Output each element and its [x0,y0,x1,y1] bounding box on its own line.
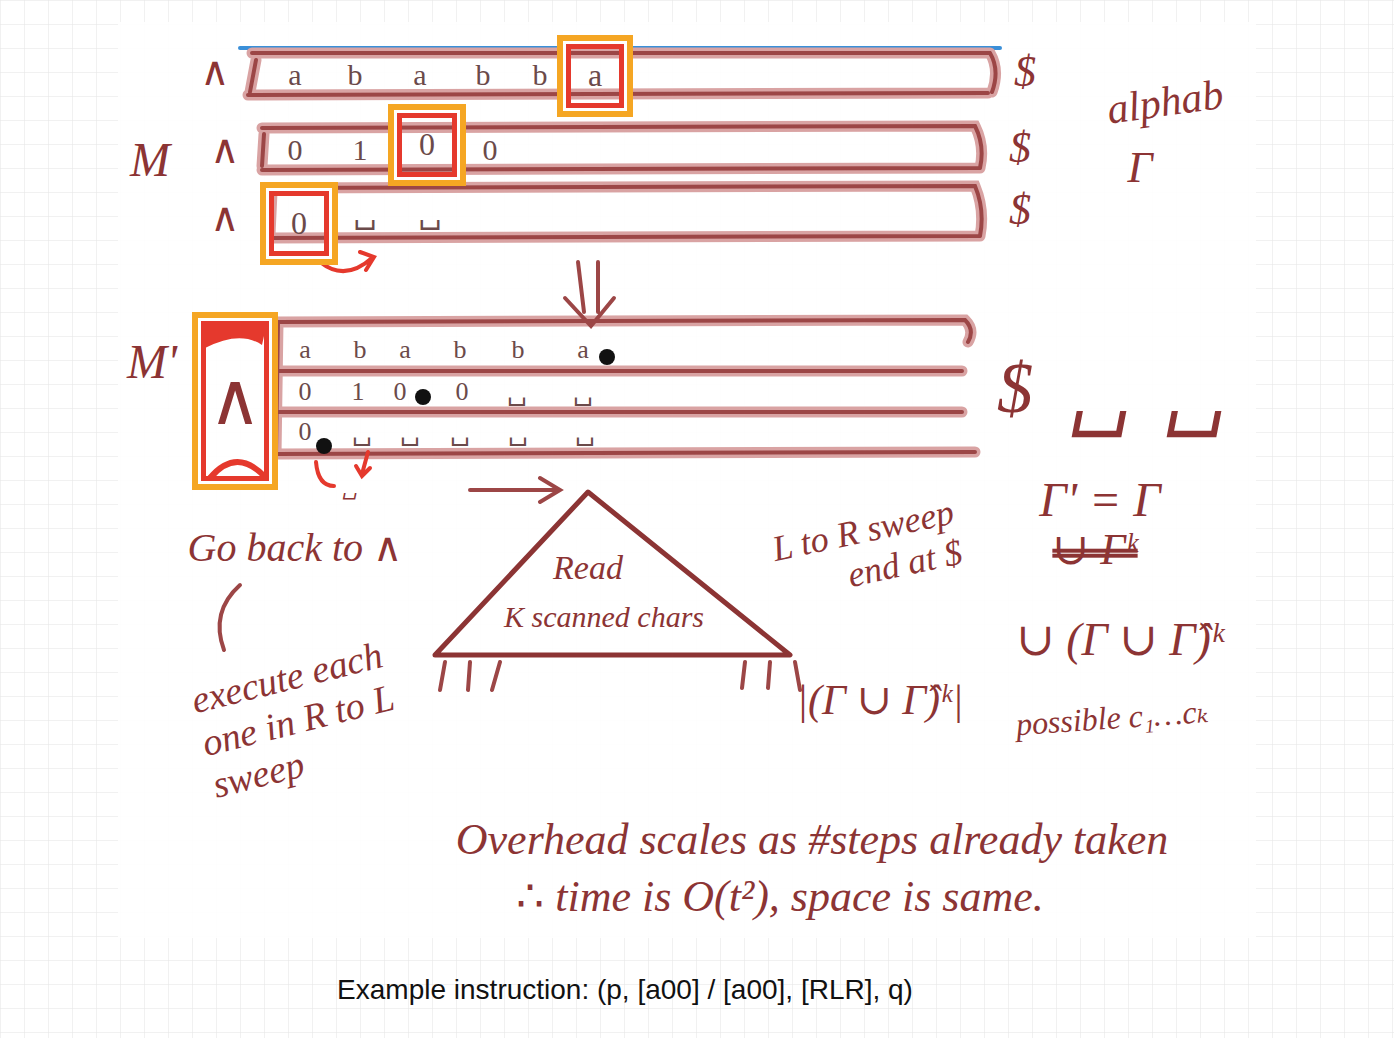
tape-symbol: b [476,58,491,91]
tape-symbol: b [533,58,548,91]
triangle-shape [435,492,790,655]
tape-outline [262,126,982,170]
struck-formula: ∪ Γᵏ [1052,525,1137,576]
tape-symbol: a [288,58,301,91]
tape-symbol: 1 [352,378,365,407]
tape-end: $ [997,347,1033,430]
tape-symbol: a [299,336,311,365]
head-move-arrow [316,462,334,486]
tape-track: 0 0 1 0 [258,128,985,170]
tape-symbol: ␣ [575,418,595,447]
formula: ∪ (Γ ∪ Γ̂)ᵏ [1016,614,1224,667]
tape-symbol: ␣ [352,418,372,447]
tape-end: $ [1009,185,1031,236]
triangle-text: K scanned chars [504,600,704,633]
tape-symbol: a [588,58,602,93]
tape-symbol: b [512,336,525,365]
tape-symbol: ␣ [419,196,442,229]
photo-ground [118,22,1256,938]
tape-symbol: 0 [288,133,303,166]
head-dots [316,349,615,454]
tape-symbol: 0 [483,133,498,166]
end-marker: ∧ [200,49,229,95]
tape-symbol: ␣ [450,418,470,447]
tape-symbol: 0 [291,206,307,241]
tape-symbol: 0 [456,378,469,407]
head-move-arrow [356,452,370,476]
marker-fill [205,318,268,348]
end-marker: ∧ [210,127,239,173]
tape-symbol: ␣ [507,378,527,407]
tape-symbol: 0 [394,378,407,407]
tape-track: aababb [245,52,990,96]
tape-symbol: 0 [299,378,312,407]
formula: Γ' = Γ [1039,472,1160,527]
head-dot [415,389,431,405]
tape-symbol: b [354,336,367,365]
bracket [220,585,240,650]
note: L to R sweep end at $ [734,492,966,619]
tape-outline [248,53,996,95]
tape-symbol: 0 [299,418,312,447]
formula: |(Γ ∪ Γ̂)ᵏ| [797,676,964,724]
tape-end: $ [1014,47,1036,98]
right-arrow [470,478,560,502]
note: possible c₁…cₖ [1015,693,1210,743]
blank-symbol: ␣ [1164,346,1225,438]
tape-outline [276,320,975,454]
blank-symbol: ␣ [1069,346,1130,438]
tape-outline [268,186,982,238]
note: Go back to ∧ [188,525,403,571]
tape-symbol: b [348,58,363,91]
head-cell: 0 [388,104,466,186]
tape-outline [276,320,975,454]
tape-end: $ [1009,123,1031,174]
marker-arc [210,462,266,478]
tape-symbol: ␣ [508,418,528,447]
tape-symbol: ␣ [573,378,593,407]
conclusion: Overhead scales as #steps already taken [456,815,1168,866]
tape-symbol: 1 [353,133,368,166]
head-dot [316,438,332,454]
head-cell: 0 [260,182,338,265]
note: execute each one in R to L sweep [187,632,413,808]
tape-symbol: a [413,58,426,91]
tree-leaves [440,662,800,690]
tape-symbol: b [454,336,467,365]
tape-outline [248,53,996,95]
tape-symbol: a [399,336,411,365]
tape-outline [262,126,982,170]
triangle-text: Read [553,549,623,586]
marker-cell: ∧ [192,312,279,490]
tape-symbol: ␣ [400,418,420,447]
caption: Example instruction: (p, [a00] / [a00], … [337,974,913,1006]
alphabet-symbol: Γ [1127,143,1152,194]
tape-symbol: ␣ [354,196,377,229]
tape-symbol: 0 [419,127,435,162]
tape-track: 0 ␣ ␣ [265,186,980,238]
blank-symbol: ␣ [342,477,357,500]
end-marker: ∧ [209,361,262,440]
machine-name: M' [127,334,177,389]
sweep-triangle: Read K scanned chars [430,488,795,660]
tape-lines [220,53,996,690]
note-word: alphab [1104,70,1226,134]
head-dot [599,349,615,365]
multitrack-tape: ababba0100␣␣0␣␣␣␣␣ [280,322,970,454]
head-cell: a [557,35,633,117]
end-marker: ∧ [210,195,239,241]
down-double-arrow [565,262,614,326]
conclusion: ∴ time is O(t²), space is same. [516,872,1044,923]
tape-symbol: a [577,336,589,365]
tape-outline [268,186,982,238]
machine-name: M [130,132,170,187]
